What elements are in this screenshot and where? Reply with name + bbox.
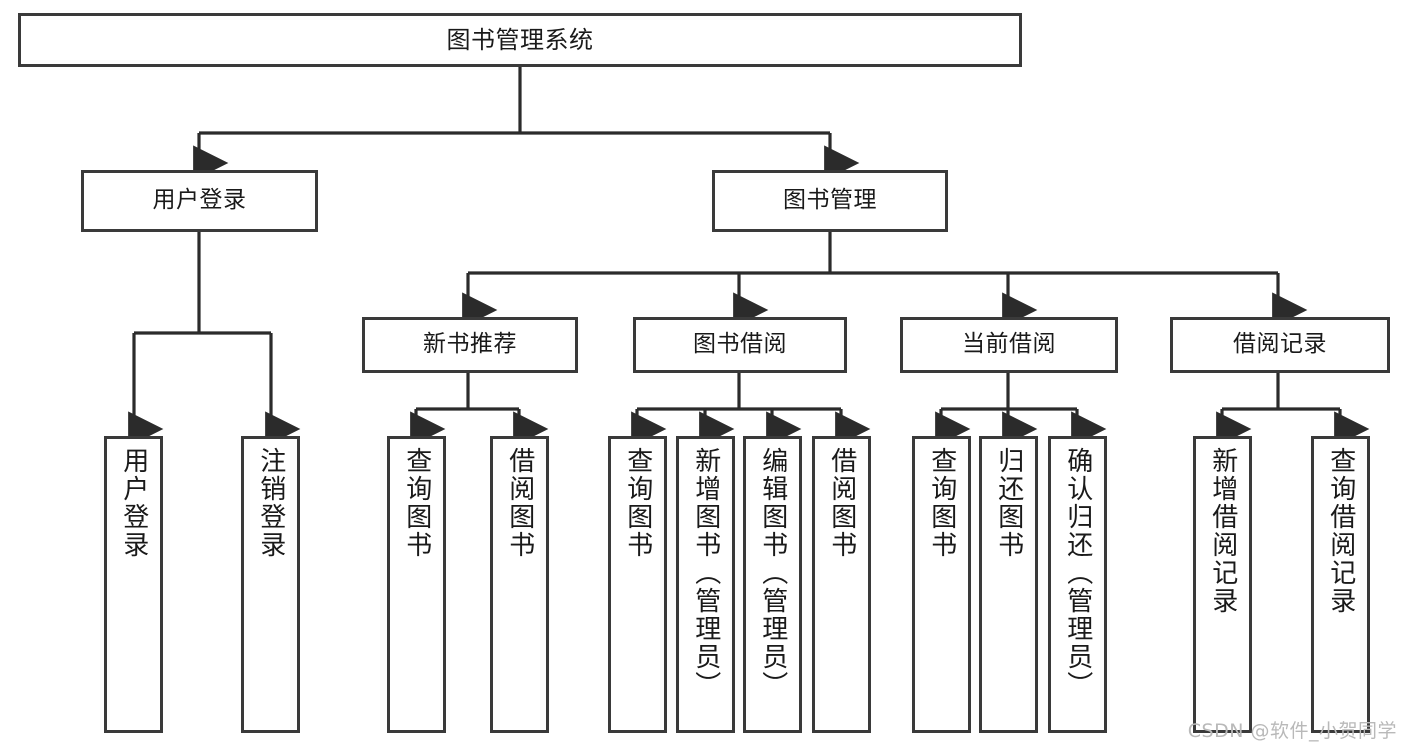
leaf-return-book[interactable]: 归还图书: [979, 436, 1038, 733]
leaf-query-book-current[interactable]: 查询图书: [912, 436, 971, 733]
node-label: 当前借阅: [962, 331, 1056, 358]
node-label: 新增图书（管理员）: [690, 447, 721, 699]
node-label: 查询图书: [401, 447, 432, 559]
node-label: 借阅记录: [1233, 331, 1327, 358]
node-book-management[interactable]: 图书管理: [712, 170, 948, 232]
node-label: 新增借阅记录: [1207, 447, 1238, 615]
leaf-user-login[interactable]: 用户登录: [104, 436, 163, 733]
node-label: 用户登录: [118, 447, 149, 559]
leaf-query-book-recommend[interactable]: 查询图书: [387, 436, 446, 733]
node-label: 查询借阅记录: [1325, 447, 1356, 615]
node-label: 借阅图书: [504, 447, 535, 559]
node-label: 借阅图书: [826, 447, 857, 559]
node-label: 图书管理系统: [446, 25, 594, 54]
node-user-login[interactable]: 用户登录: [81, 170, 318, 232]
leaf-edit-book-admin[interactable]: 编辑图书（管理员）: [743, 436, 802, 733]
leaf-add-book-admin[interactable]: 新增图书（管理员）: [676, 436, 735, 733]
node-label: 注销登录: [255, 447, 286, 559]
leaf-borrow-book-recommend[interactable]: 借阅图书: [490, 436, 549, 733]
node-book-borrow[interactable]: 图书借阅: [633, 317, 847, 373]
node-label: 编辑图书（管理员）: [757, 447, 788, 699]
node-label: 图书借阅: [693, 331, 787, 358]
node-label: 归还图书: [993, 447, 1024, 559]
csdn-watermark: CSDN @软件_小贺同学: [1187, 720, 1397, 742]
node-label: 查询图书: [926, 447, 957, 559]
leaf-logout[interactable]: 注销登录: [241, 436, 300, 733]
node-borrow-record[interactable]: 借阅记录: [1170, 317, 1390, 373]
node-label: 新书推荐: [423, 331, 517, 358]
node-label: 确认归还（管理员）: [1062, 447, 1093, 699]
leaf-add-borrow-record[interactable]: 新增借阅记录: [1193, 436, 1252, 733]
node-root-system[interactable]: 图书管理系统: [18, 13, 1022, 67]
leaf-query-borrow-record[interactable]: 查询借阅记录: [1311, 436, 1370, 733]
node-label: 图书管理: [783, 187, 877, 214]
leaf-query-book-borrow[interactable]: 查询图书: [608, 436, 667, 733]
leaf-borrow-book[interactable]: 借阅图书: [812, 436, 871, 733]
node-new-book-recommend[interactable]: 新书推荐: [362, 317, 578, 373]
leaf-confirm-return-admin[interactable]: 确认归还（管理员）: [1048, 436, 1107, 733]
node-current-borrow[interactable]: 当前借阅: [900, 317, 1118, 373]
node-label: 用户登录: [152, 187, 247, 214]
node-label: 查询图书: [622, 447, 653, 559]
